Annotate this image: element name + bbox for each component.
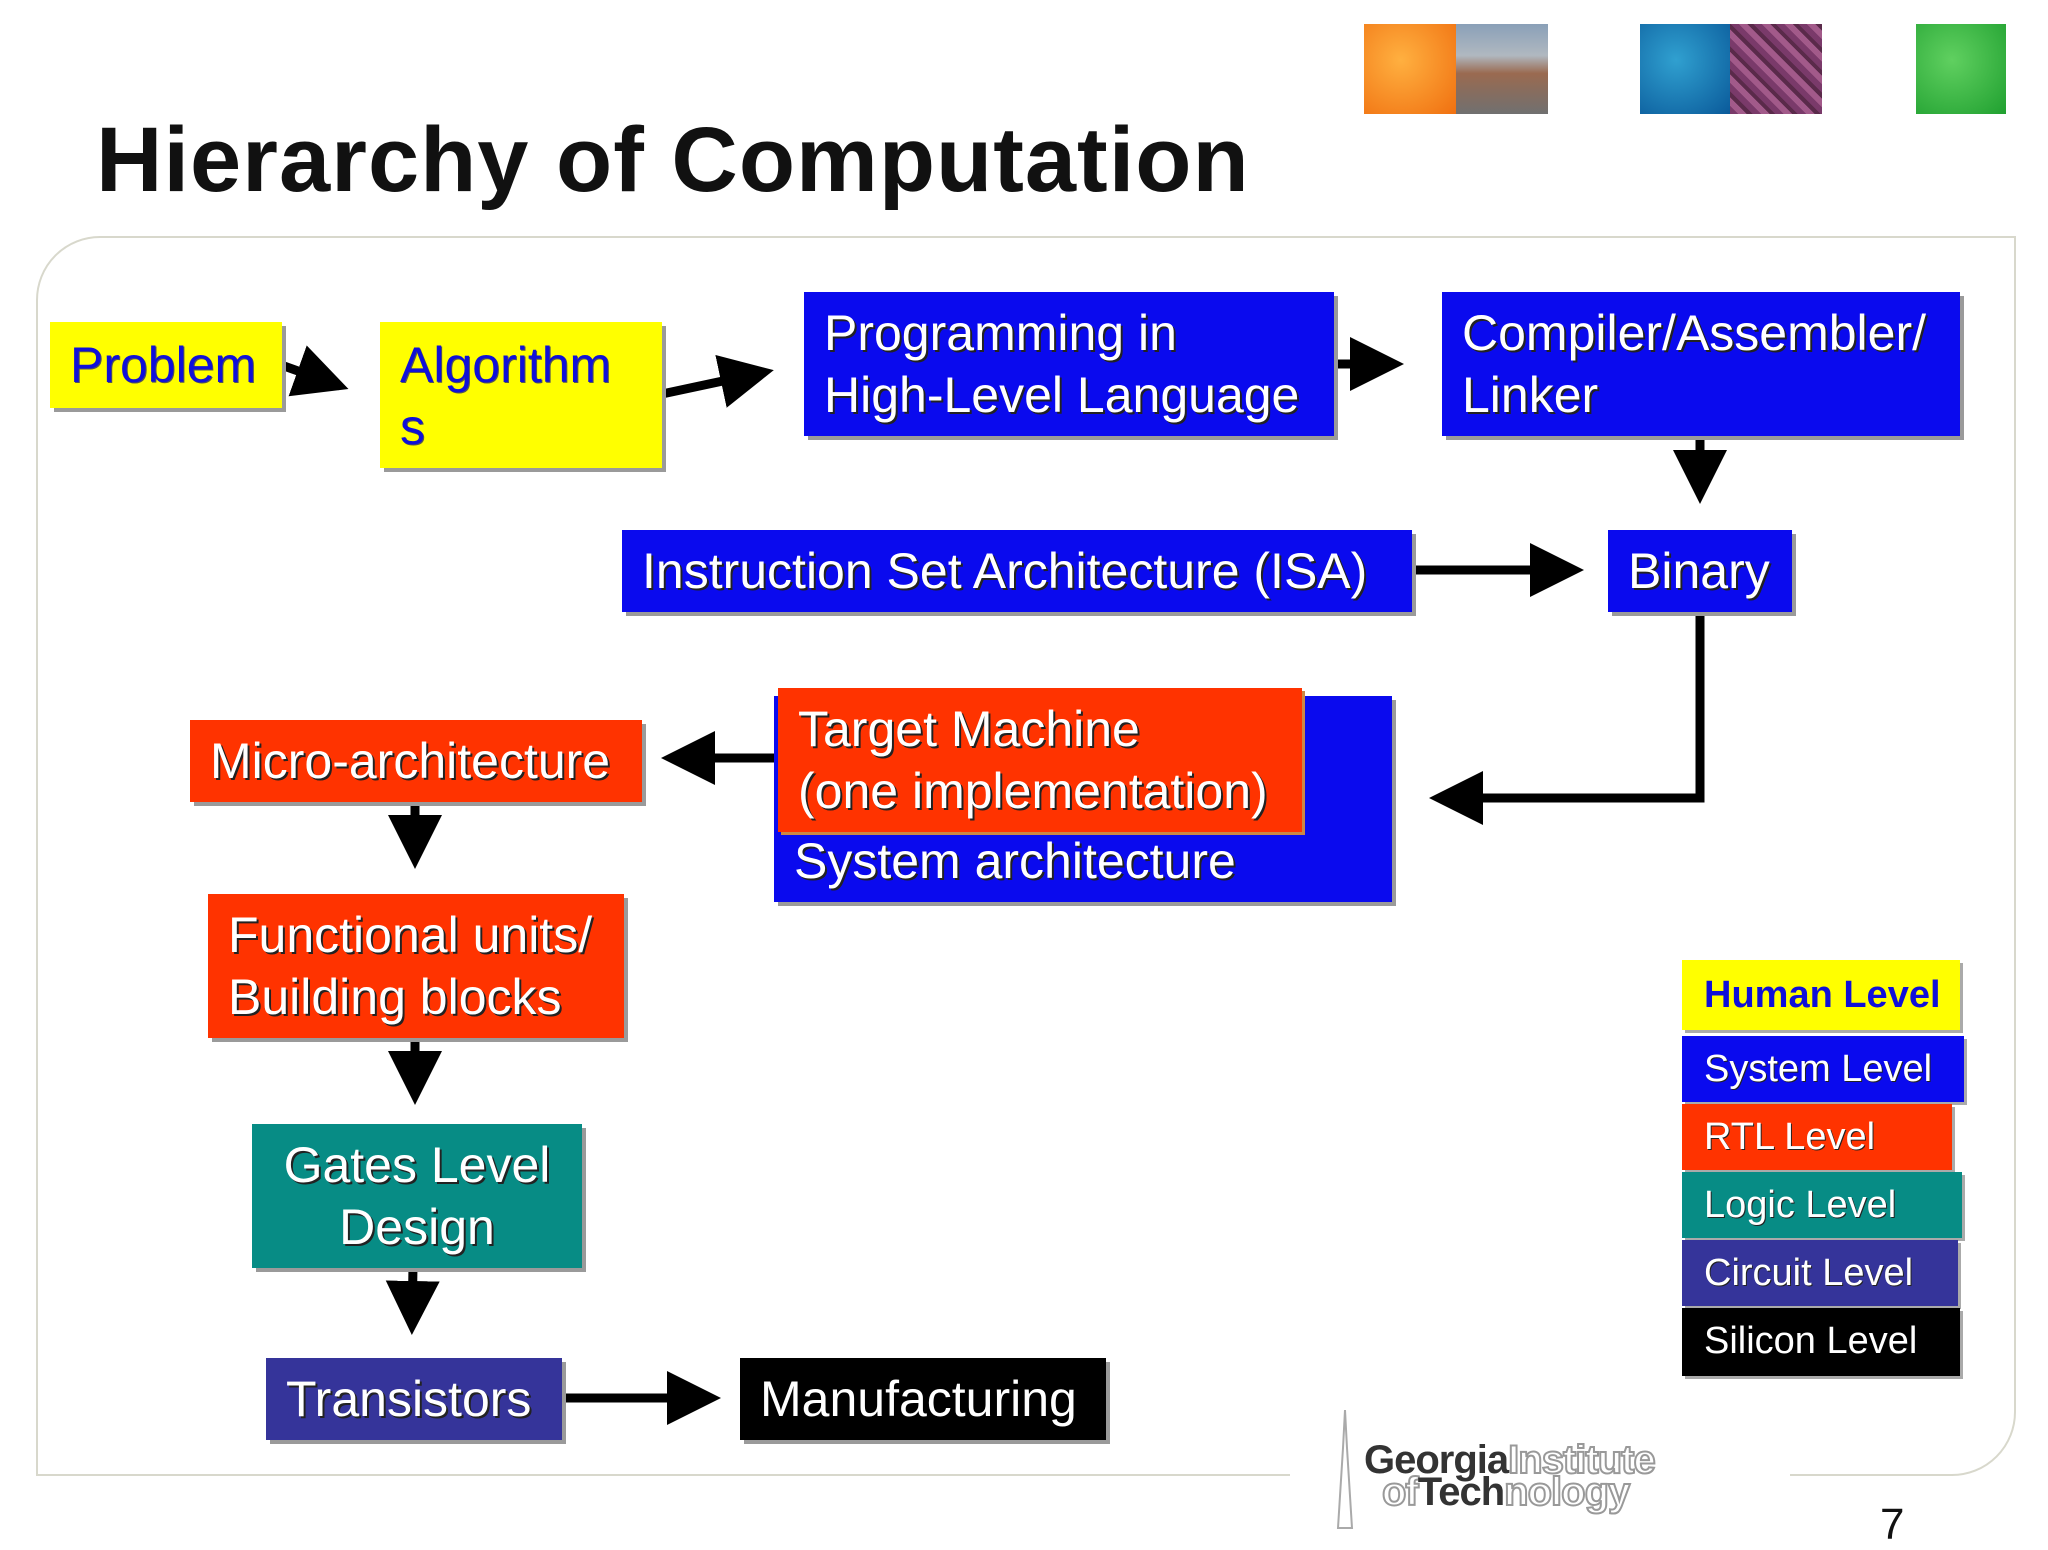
legend-system-level-label: System Level [1704, 1048, 1933, 1090]
node-binary-label: Binary [1628, 543, 1770, 599]
legend-logic-level-label: Logic Level [1704, 1184, 1897, 1226]
frame-gap [1290, 1460, 1790, 1490]
georgia-tech-logo: GeorgiaInstitute ofTechnology [1330, 1408, 1780, 1536]
logo-of: of [1381, 1469, 1420, 1515]
legend-system-level: System Level [1682, 1036, 1964, 1102]
logo-line1: GeorgiaInstitute [1364, 1437, 1657, 1483]
node-algorithms-line1: Algorithm [400, 337, 612, 393]
logo-georgia: Georgia [1364, 1438, 1509, 1482]
node-problem-label: Problem [70, 337, 257, 393]
page-number: 7 [1880, 1500, 1905, 1549]
arrow-gates-to-transistors [385, 1265, 440, 1335]
header-tile-blue [1640, 24, 1730, 114]
node-transistors-label: Transistors [286, 1371, 532, 1427]
node-functional-units: Functional units/ Building blocks [208, 894, 624, 1038]
node-target-machine-line2: (one implementation) [798, 763, 1268, 819]
header-tile-orange [1364, 24, 1456, 114]
content-frame [36, 236, 2016, 1476]
node-gates-level-design: Gates Level Design [252, 1124, 582, 1268]
logo-institute: Institute [1507, 1437, 1657, 1483]
node-micro-architecture: Micro-architecture [190, 720, 642, 802]
node-algorithms: Algorithm s [380, 322, 662, 468]
arrow-problem-to-algorithms [282, 345, 349, 397]
legend-logic-level: Logic Level [1682, 1172, 1962, 1238]
node-compiler-line2: Linker [1462, 367, 1599, 423]
legend-human-level: Human Level [1682, 960, 1960, 1030]
legend-human-level-label: Human Level [1704, 974, 1941, 1016]
legend-circuit-level-label: Circuit Level [1704, 1252, 1914, 1294]
node-programming-line2: High-Level Language [824, 367, 1300, 423]
tower-icon [1336, 1409, 1354, 1529]
node-compiler: Compiler/Assembler/ Linker [1442, 292, 1960, 436]
node-target-machine: Target Machine (one implementation) [778, 688, 1302, 832]
node-gates-line2: Design [339, 1199, 495, 1255]
node-manufacturing-label: Manufacturing [760, 1371, 1077, 1427]
node-transistors: Transistors [266, 1358, 562, 1440]
header-tile-building-photo [1456, 24, 1548, 114]
legend-silicon-level-label: Silicon Level [1704, 1320, 1918, 1362]
legend-rtl-level: RTL Level [1682, 1104, 1952, 1170]
node-programming-line1: Programming in [824, 305, 1177, 361]
logo-nology: nology [1503, 1469, 1631, 1515]
node-isa-label: Instruction Set Architecture (ISA) [642, 543, 1368, 599]
arrow-binary-to-target [1429, 612, 1705, 825]
node-functional-units-line2: Building blocks [228, 969, 562, 1025]
node-system-architecture-label: System architecture [794, 833, 1236, 889]
logo-line2: ofTechnology [1381, 1469, 1631, 1515]
node-manufacturing: Manufacturing [740, 1358, 1106, 1440]
header-tile-circuit-photo [1730, 24, 1822, 114]
node-isa: Instruction Set Architecture (ISA) [622, 530, 1412, 612]
header-tile-green [1916, 24, 2006, 114]
legend-silicon-level: Silicon Level [1682, 1308, 1960, 1376]
logo-tech: Tech [1417, 1470, 1505, 1514]
slide-title: Hierarchy of Computation [96, 109, 1250, 211]
node-programming: Programming in High-Level Language [804, 292, 1334, 436]
node-binary: Binary [1608, 530, 1792, 612]
node-gates-line1: Gates Level [283, 1137, 551, 1193]
node-target-machine-line1: Target Machine [798, 701, 1140, 757]
node-problem: Problem [50, 322, 282, 408]
arrow-algorithms-to-programming [661, 354, 774, 408]
node-micro-architecture-label: Micro-architecture [210, 733, 611, 789]
legend-circuit-level: Circuit Level [1682, 1240, 1958, 1306]
node-algorithms-line2: s [400, 399, 425, 455]
legend-rtl-level-label: RTL Level [1704, 1116, 1876, 1158]
node-compiler-line1: Compiler/Assembler/ [1462, 305, 1927, 361]
node-functional-units-line1: Functional units/ [228, 907, 593, 963]
